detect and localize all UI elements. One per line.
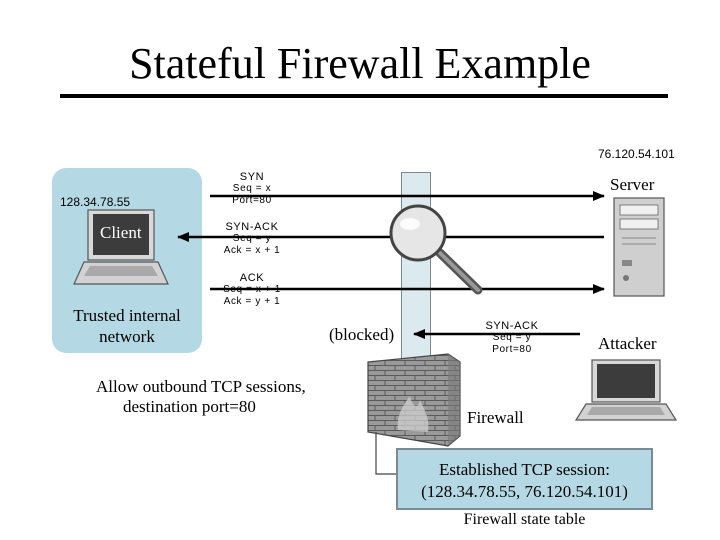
blocked-label: (blocked) [329, 325, 395, 344]
ack-packet-type: ACK [239, 272, 265, 284]
server-ip: 76.120.54.101 [598, 147, 675, 161]
client-laptop-icon [73, 209, 169, 285]
state-table-line2: (128.34.78.55, 76.120.54.101) [421, 482, 628, 501]
firewall-wall-icon [367, 353, 461, 447]
trusted-network-label: Trusted internal network [52, 305, 202, 347]
synack-packet-type: SYN-ACK [225, 221, 279, 233]
title-underline [60, 94, 668, 98]
attack-packet-type: SYN-ACK [485, 320, 539, 332]
client-label: Client [100, 223, 142, 242]
attacker-label: Attacker [598, 334, 657, 353]
firewall-rule-line1: Allow outbound TCP sessions, [96, 377, 306, 396]
syn-packet-type: SYN [239, 171, 265, 183]
attack-packet-seq: Seq = y [492, 332, 532, 343]
server-icon [613, 197, 665, 297]
syn-packet-label: SYN Seq = x Port=80 [212, 171, 292, 207]
client-ip: 128.34.78.55 [60, 195, 131, 209]
state-table-box: Established TCP session: (128.34.78.55, … [396, 448, 653, 510]
trusted-network-label-line2: network [99, 327, 155, 346]
ack-packet-seq: Seq = x + 1 [223, 284, 281, 295]
synack-packet-seq: Seq = y [232, 233, 272, 244]
ack-packet-ack: Ack = y + 1 [223, 296, 281, 307]
state-table-caption: Firewall state table [463, 511, 586, 528]
attack-packet-label: SYN-ACK Seq = y Port=80 [472, 320, 552, 356]
syn-packet-port: Port=80 [232, 195, 272, 206]
page-title: Stateful Firewall Example [129, 39, 591, 88]
ack-packet-label: ACK Seq = x + 1 Ack = y + 1 [212, 272, 292, 308]
server-label: Server [610, 175, 655, 194]
firewall-label: Firewall [467, 408, 524, 427]
syn-packet-seq: Seq = x [232, 183, 272, 194]
state-table-line1: Established TCP session: [439, 460, 610, 479]
firewall-rule-line2: destination port=80 [123, 397, 256, 416]
state-table-entry: Established TCP session: (128.34.78.55, … [398, 459, 651, 503]
firewall-rule-text: Allow outbound TCP sessions, destination… [96, 377, 306, 417]
state-table-connector [375, 432, 396, 475]
synack-packet-label: SYN-ACK Seq = y Ack = x + 1 [212, 221, 292, 257]
synack-packet-ack: Ack = x + 1 [223, 245, 281, 256]
attacker-laptop-icon [574, 359, 678, 421]
trusted-network-label-line1: Trusted internal [73, 306, 181, 325]
attack-packet-port: Port=80 [492, 344, 532, 355]
magnifier-icon [389, 204, 483, 295]
